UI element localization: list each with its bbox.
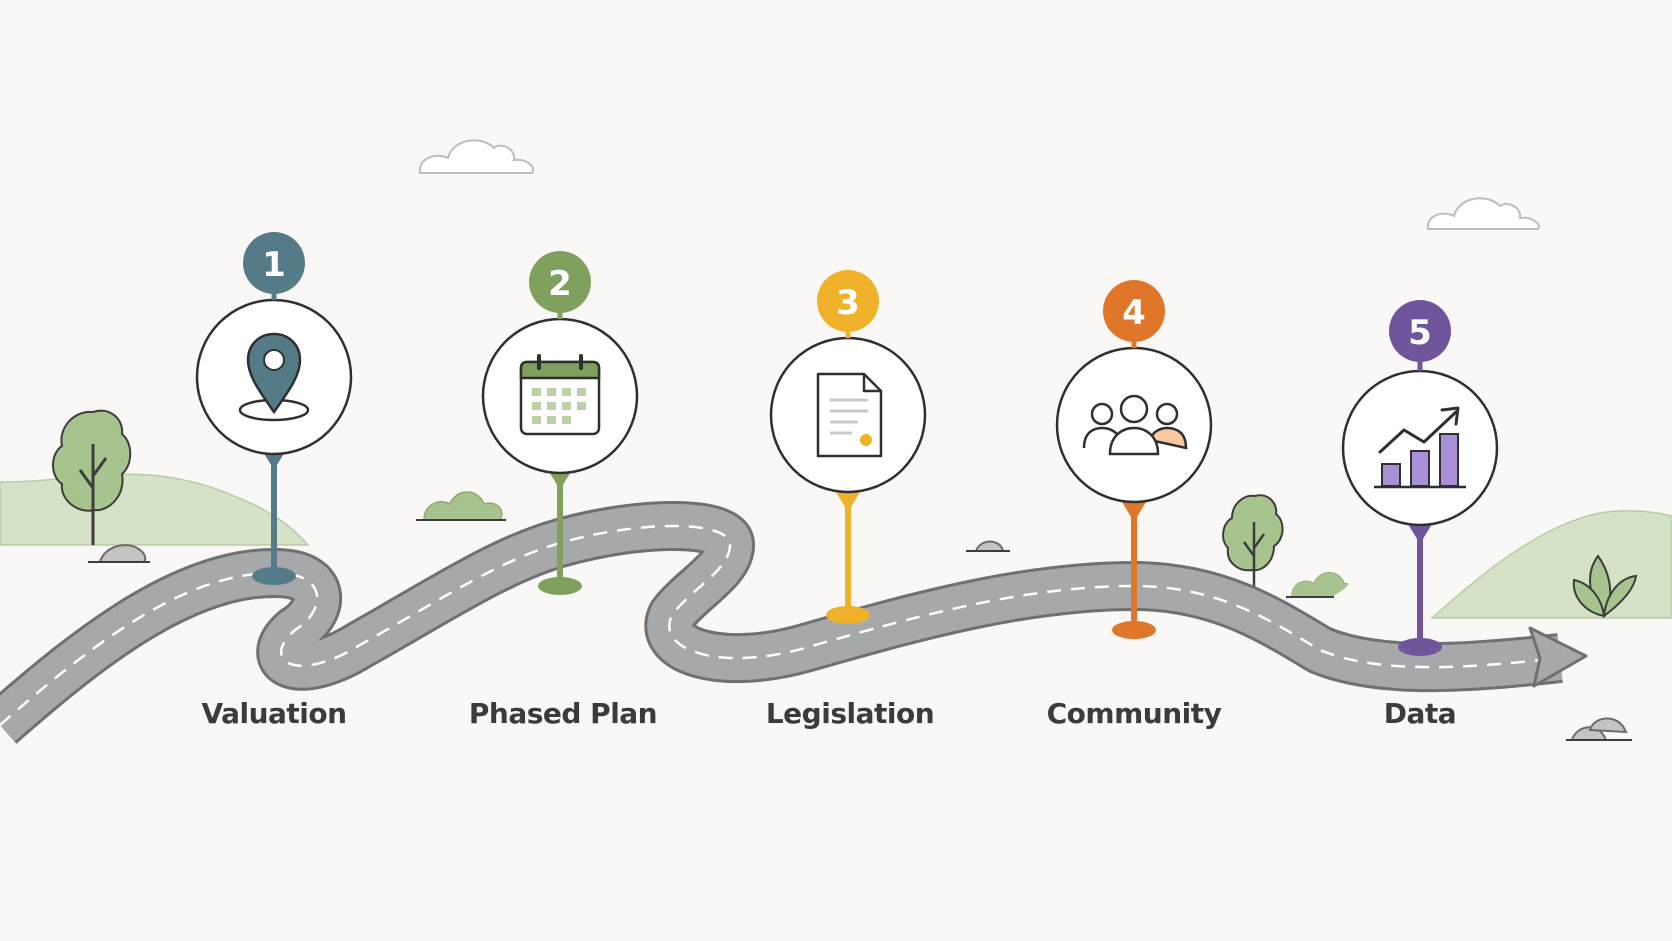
step-2-base (538, 577, 582, 595)
tree-left (52, 409, 132, 545)
step-3-marker: 3 (769, 270, 927, 624)
hill-left (0, 473, 310, 546)
cloud-right (1426, 197, 1540, 230)
step-4-number: 4 (1122, 293, 1146, 333)
step-2-marker: 2 (481, 251, 639, 595)
step-3-label: Legislation (765, 697, 935, 730)
step-2-badge (529, 251, 591, 313)
step-3-number: 3 (836, 283, 860, 323)
growth-chart-icon (1374, 406, 1466, 489)
rocks-right (1566, 717, 1632, 741)
hill-right (1430, 509, 1672, 619)
step-5-circle (1341, 369, 1499, 527)
bush-right (1286, 572, 1348, 598)
step-5-base (1398, 638, 1442, 656)
tree-middle (1222, 494, 1284, 598)
bush-center (416, 491, 506, 521)
document-icon (816, 372, 883, 458)
calendar-icon (519, 354, 601, 436)
rock-middle (966, 540, 1010, 552)
step-4-badge (1103, 280, 1165, 342)
step-1-marker: 1 (195, 232, 353, 585)
step-3-base (826, 606, 870, 624)
road-arrowhead (1528, 626, 1588, 688)
step-4-base (1112, 621, 1156, 639)
step-2-label: Phased Plan (468, 697, 658, 730)
step-5-marker: 5 (1341, 300, 1499, 656)
map-pin-icon (238, 332, 310, 422)
step-5-number: 5 (1408, 313, 1432, 353)
step-3-badge (817, 270, 879, 332)
step-1-base (252, 567, 296, 585)
rock-left (88, 544, 150, 563)
plant-right (1572, 554, 1638, 619)
step-4-marker: 4 (1055, 280, 1213, 639)
step-1-badge (243, 232, 305, 294)
people-icon (1082, 394, 1188, 456)
winding-road (0, 501, 1588, 744)
step-4-circle (1055, 346, 1213, 504)
step-5-label: Data (1383, 697, 1457, 730)
cloud-left (418, 139, 534, 174)
step-1-number: 1 (262, 245, 286, 285)
step-5-badge (1389, 300, 1451, 362)
step-4-label: Community (1046, 697, 1222, 730)
step-2-number: 2 (548, 264, 572, 304)
step-1-label: Valuation (201, 697, 347, 730)
